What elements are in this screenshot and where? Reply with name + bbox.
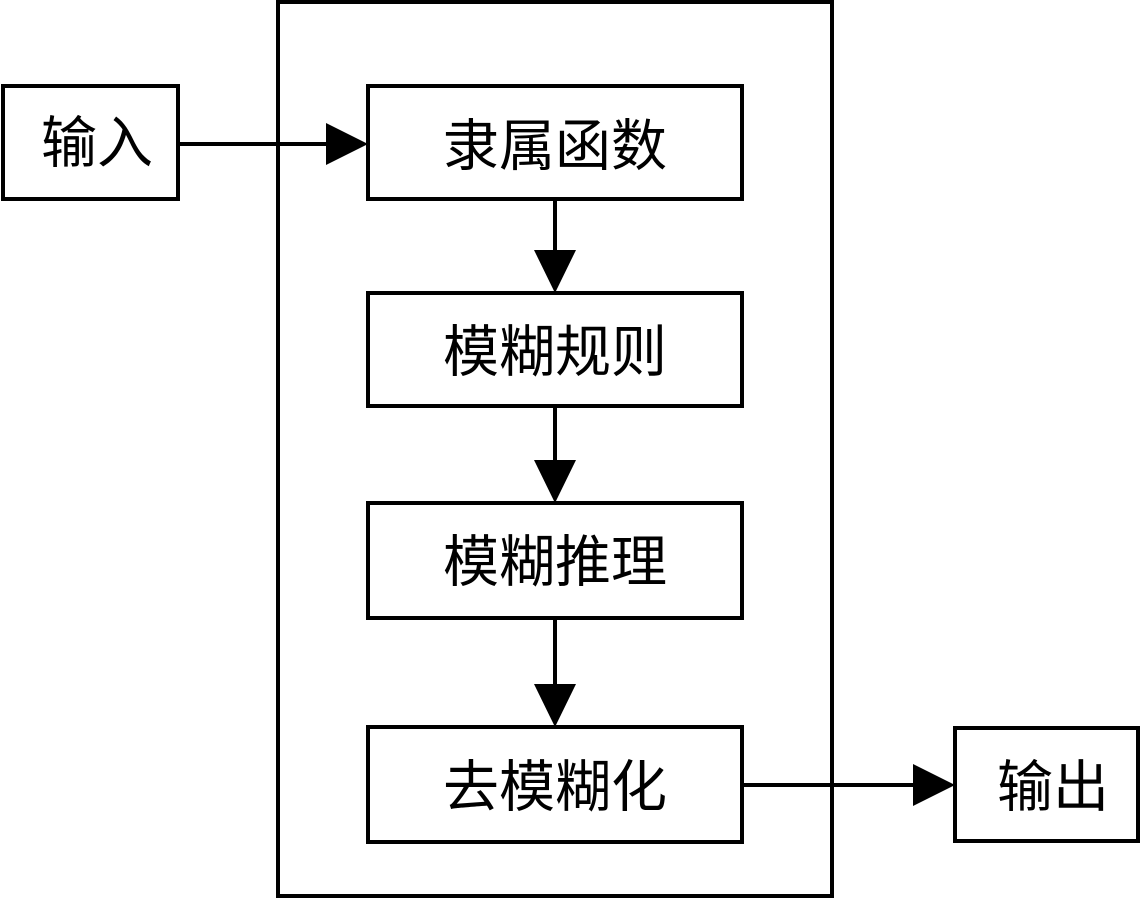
step-defuzzification: 去模糊化 — [366, 725, 744, 844]
step-fuzzy-rules-label: 模糊规则 — [443, 321, 667, 386]
arrow-input-to-membership-head — [326, 123, 368, 165]
arrow-input-to-membership — [178, 123, 368, 165]
output-label: 输出 — [997, 756, 1109, 821]
fuzzy-system-container — [276, 0, 834, 898]
step-fuzzy-rules: 模糊规则 — [366, 291, 744, 408]
input-node: 输入 — [1, 84, 180, 201]
arrow-defuzzification-to-output — [742, 764, 955, 806]
step-defuzzification-label: 去模糊化 — [443, 756, 667, 821]
arrow-membership-to-rules-head — [534, 250, 576, 293]
output-node: 输出 — [953, 726, 1140, 843]
step-membership-function-box — [366, 84, 744, 201]
step-fuzzy-rules-box — [366, 291, 744, 408]
input-label: 输入 — [41, 112, 153, 177]
arrow-rules-to-inference-head — [534, 460, 576, 503]
output-box — [953, 726, 1140, 843]
arrow-inference-to-defuzzification — [534, 618, 576, 727]
arrow-rules-to-inference — [534, 406, 576, 503]
arrow-membership-to-rules — [534, 199, 576, 293]
arrow-inference-to-defuzzification-head — [534, 684, 576, 727]
step-fuzzy-inference: 模糊推理 — [366, 501, 744, 620]
step-membership-function: 隶属函数 — [366, 84, 744, 201]
step-membership-function-label: 隶属函数 — [443, 115, 667, 180]
input-box — [1, 84, 180, 201]
step-defuzzification-box — [366, 725, 744, 844]
step-fuzzy-inference-label: 模糊推理 — [443, 531, 667, 596]
arrow-defuzzification-to-output-head — [913, 764, 955, 806]
